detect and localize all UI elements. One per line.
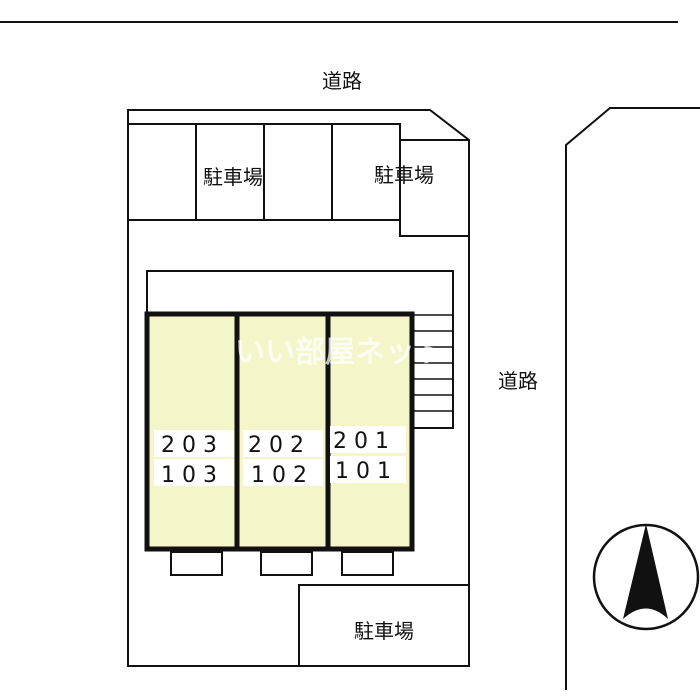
svg-text:いい部屋ネット: いい部屋ネット [235, 335, 445, 370]
parking-top: 駐車場 [128, 123, 401, 221]
unit-number: 102 [251, 463, 314, 488]
unit-number: 203 [161, 433, 224, 458]
lot-outline [127, 109, 470, 667]
unit-block-202-102: 202 102 [243, 430, 323, 488]
parking-label-bottom: 駐車場 [354, 619, 414, 643]
unit-number: 202 [248, 433, 311, 458]
unit-block-201-101: 201 101 [330, 426, 406, 484]
parking-bottom: 駐車場 [298, 584, 469, 666]
corridor [146, 270, 454, 429]
road-edge-right [565, 107, 700, 690]
parking-top-right: 駐車場 [374, 139, 469, 237]
stairs [413, 314, 453, 412]
unit-block-203-103: 203 103 [154, 430, 234, 488]
road-top-label: 道路 [322, 69, 362, 93]
unit-number: 101 [335, 459, 398, 484]
unit-number: 103 [161, 463, 224, 488]
building: いい部屋ネット 203 103 202 102 201 101 [144, 311, 445, 552]
parking-label-top-right: 駐車場 [374, 163, 434, 187]
entrance-steps [170, 551, 394, 576]
road-right-label: 道路 [498, 369, 538, 393]
north-arrow-icon [592, 523, 700, 631]
parking-label-top-left: 駐車場 [203, 165, 263, 189]
unit-number: 201 [333, 429, 396, 454]
